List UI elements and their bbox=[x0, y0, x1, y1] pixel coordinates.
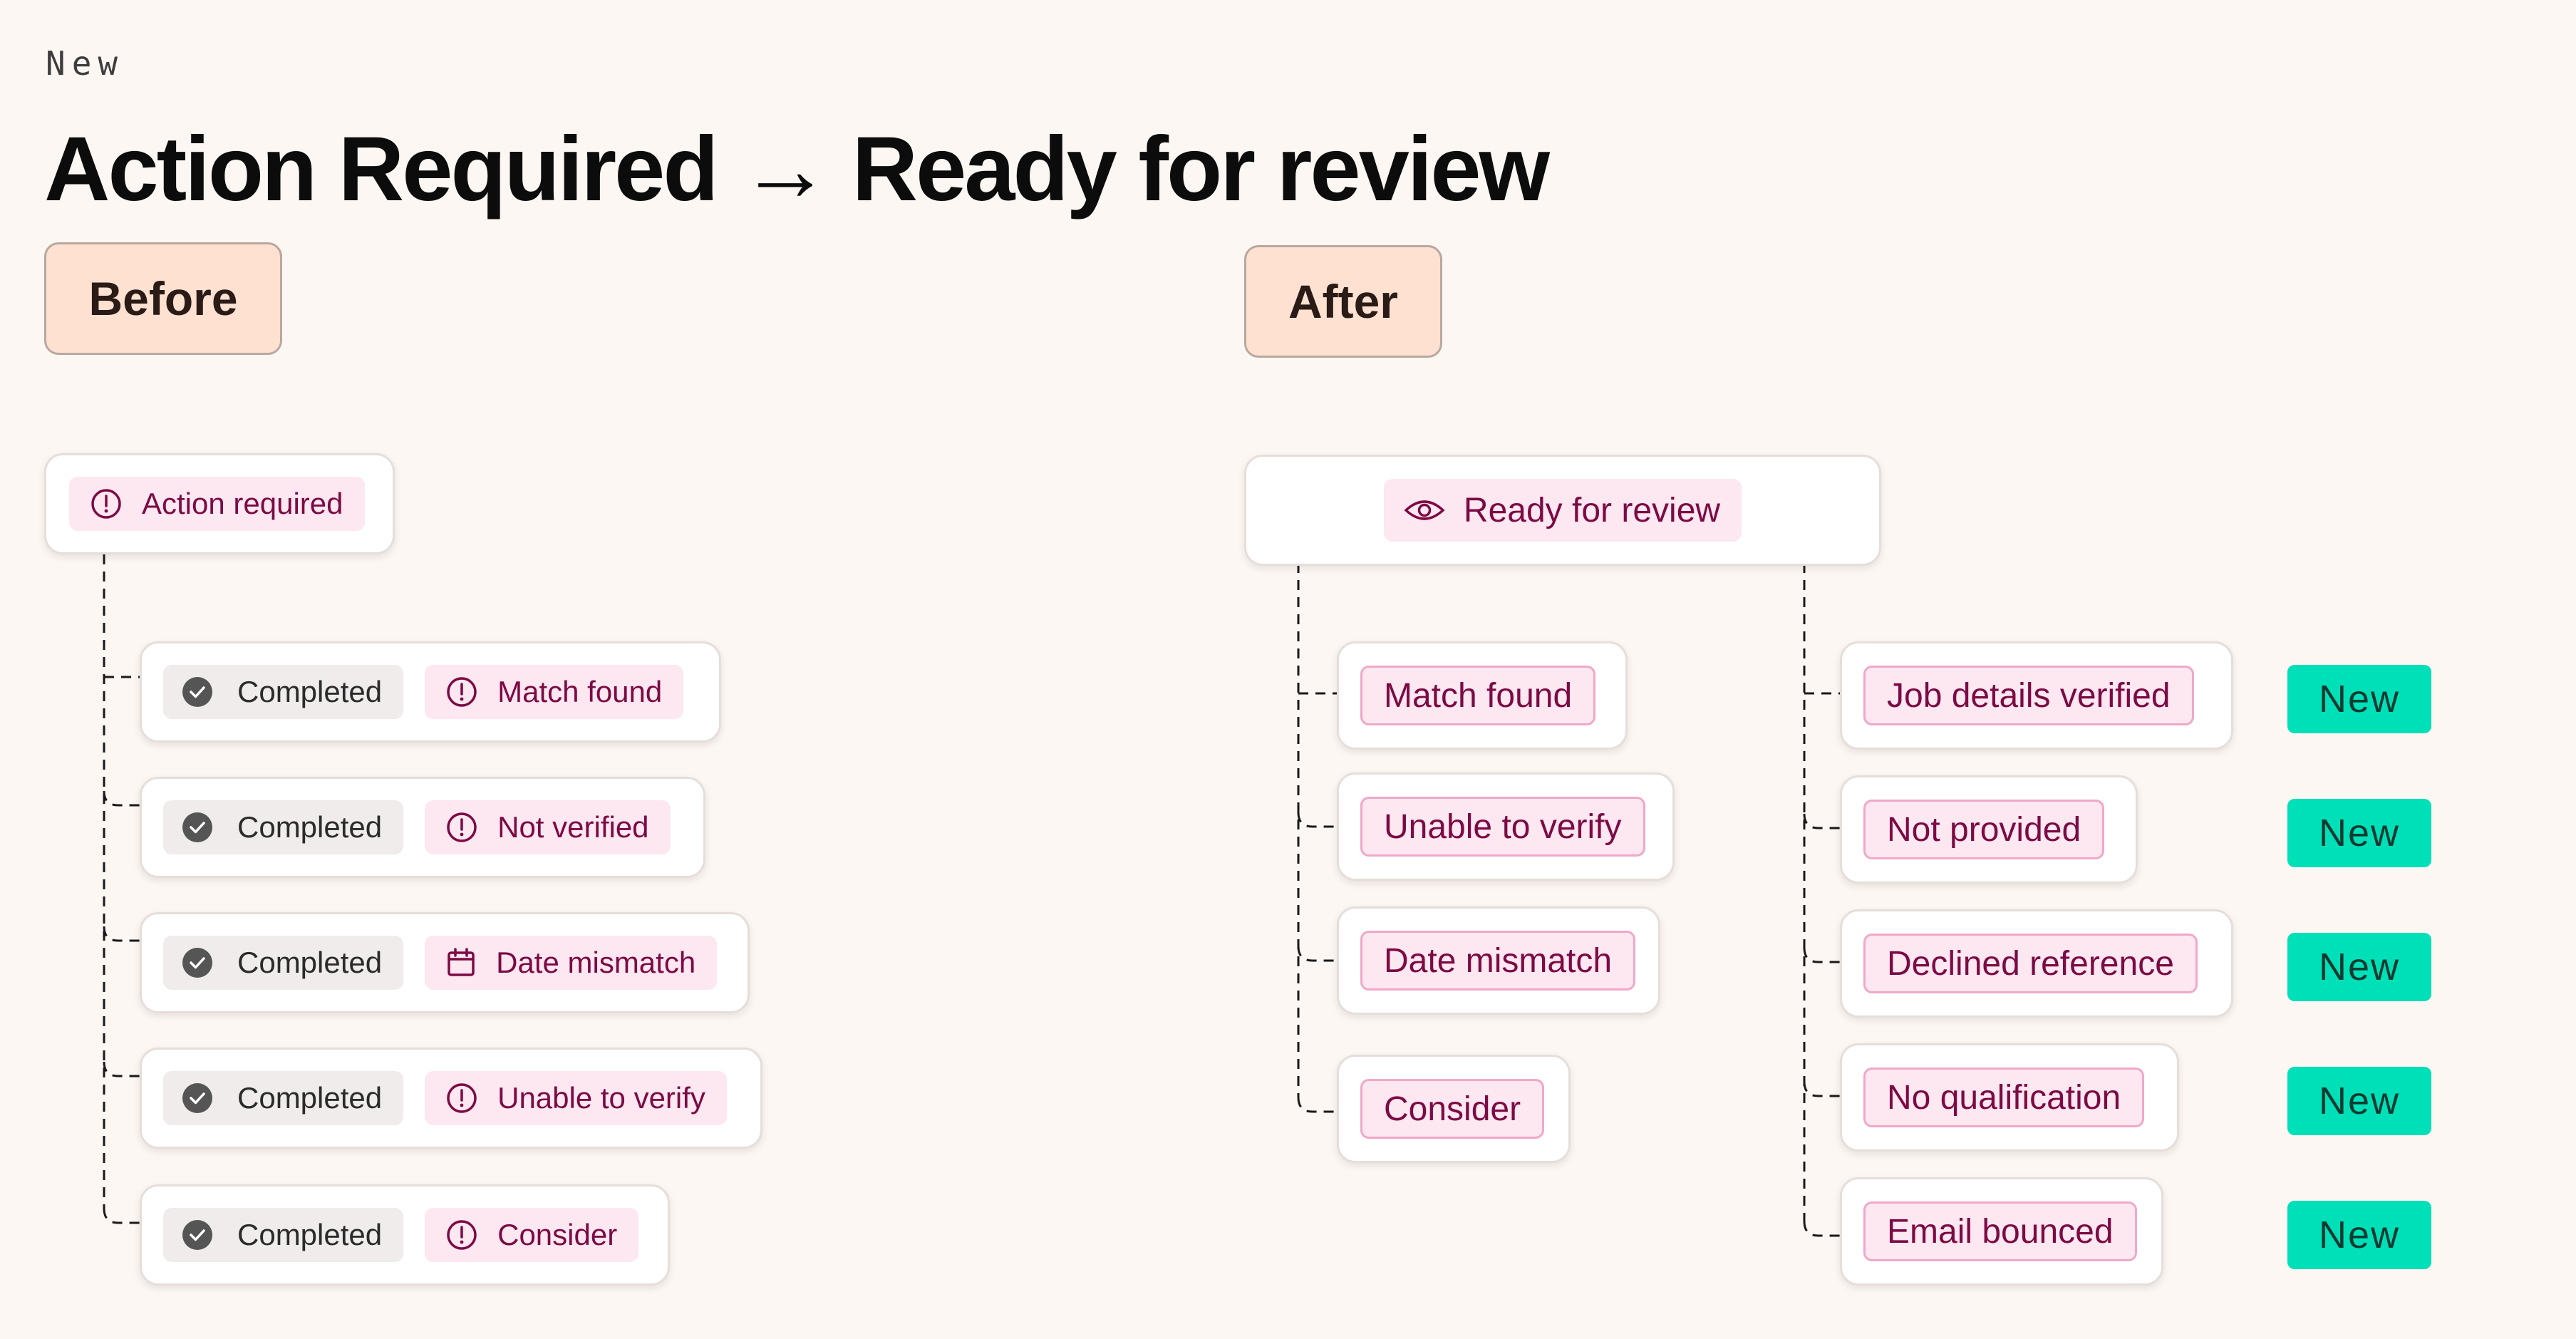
result-tag: Email bounced bbox=[1863, 1201, 2137, 1261]
after-right-item-4: No qualification bbox=[1840, 1043, 2179, 1152]
after-left-item-2: Unable to verify bbox=[1337, 772, 1675, 881]
after-right-branch-3 bbox=[1803, 947, 1840, 963]
after-left-branch-4 bbox=[1297, 1097, 1337, 1113]
before-item-5: Completed Consider bbox=[140, 1184, 670, 1286]
after-left-item-1: Match found bbox=[1337, 641, 1628, 750]
after-root-card: Ready for review bbox=[1244, 455, 1881, 566]
result-tag: Unable to verify bbox=[1360, 797, 1645, 857]
result-tag: Consider bbox=[1360, 1079, 1545, 1139]
page-title: Action Required → Ready for review bbox=[44, 118, 1550, 220]
new-badge: New bbox=[2287, 1201, 2431, 1269]
before-branch-3 bbox=[103, 926, 140, 942]
new-badge: New bbox=[2287, 933, 2431, 1001]
result-tag: Declined reference bbox=[1863, 934, 2198, 993]
check-circle-icon bbox=[182, 676, 213, 708]
result-tag-label: Not verified bbox=[497, 810, 649, 844]
result-tag: Unable to verify bbox=[425, 1071, 727, 1125]
alert-circle-icon bbox=[445, 675, 479, 709]
ready-for-review-status: Ready for review bbox=[1383, 479, 1742, 542]
action-required-status: Action required bbox=[69, 477, 365, 531]
after-left-branch-2 bbox=[1297, 812, 1337, 828]
completed-label: Completed bbox=[237, 1218, 383, 1251]
result-tag-label: Date mismatch bbox=[496, 946, 696, 979]
before-root-card: Action required bbox=[44, 453, 395, 554]
result-tag: Date mismatch bbox=[425, 936, 718, 990]
ready-for-review-label: Ready for review bbox=[1463, 491, 1721, 529]
completed-status: Completed bbox=[163, 665, 404, 719]
alert-circle-icon bbox=[445, 1081, 479, 1115]
before-branch-5 bbox=[103, 1208, 140, 1224]
after-right-branch-2 bbox=[1803, 813, 1840, 829]
result-tag-label: Match found bbox=[497, 675, 663, 708]
before-branch-2 bbox=[103, 790, 140, 807]
check-circle-icon bbox=[182, 812, 213, 843]
eye-icon bbox=[1404, 496, 1445, 524]
after-right-branch-4 bbox=[1803, 1081, 1840, 1097]
check-circle-icon bbox=[182, 1082, 213, 1114]
calendar-icon bbox=[445, 946, 477, 979]
result-tag: Consider bbox=[425, 1208, 639, 1262]
completed-status: Completed bbox=[163, 1208, 404, 1262]
after-left-item-4: Consider bbox=[1337, 1055, 1571, 1163]
before-section-label: Before bbox=[44, 242, 282, 355]
eyebrow-label: New bbox=[46, 44, 125, 83]
new-badge: New bbox=[2287, 665, 2431, 733]
completed-label: Completed bbox=[237, 810, 383, 844]
before-item-1: Completed Match found bbox=[140, 641, 721, 743]
after-left-branch-3 bbox=[1297, 946, 1337, 962]
result-tag: Not verified bbox=[425, 800, 671, 854]
completed-label: Completed bbox=[237, 675, 383, 708]
alert-circle-icon bbox=[445, 1218, 479, 1252]
after-left-item-3: Date mismatch bbox=[1337, 906, 1660, 1015]
after-right-item-5: Email bounced bbox=[1840, 1177, 2163, 1286]
completed-status: Completed bbox=[163, 1071, 404, 1125]
result-tag: Date mismatch bbox=[1360, 931, 1636, 991]
result-tag: Job details verified bbox=[1863, 666, 2194, 725]
new-badge: New bbox=[2287, 799, 2431, 867]
action-required-label: Action required bbox=[142, 487, 343, 520]
result-tag: Match found bbox=[1360, 666, 1596, 725]
check-circle-icon bbox=[182, 947, 213, 978]
check-circle-icon bbox=[182, 1219, 213, 1251]
after-right-item-3: Declined reference bbox=[1840, 909, 2233, 1018]
after-section-label: After bbox=[1244, 245, 1442, 358]
before-item-4: Completed Unable to verify bbox=[140, 1048, 762, 1149]
after-right-item-2: Not provided bbox=[1840, 775, 2138, 884]
alert-circle-icon bbox=[445, 810, 479, 844]
before-branch-4 bbox=[103, 1061, 140, 1077]
result-tag-label: Consider bbox=[497, 1218, 618, 1251]
completed-status: Completed bbox=[163, 800, 404, 854]
after-right-item-1: Job details verified bbox=[1840, 641, 2233, 750]
after-right-branch-5 bbox=[1803, 1221, 1840, 1237]
result-tag: No qualification bbox=[1863, 1067, 2145, 1127]
completed-label: Completed bbox=[237, 946, 383, 979]
result-tag-label: Unable to verify bbox=[497, 1081, 705, 1115]
before-item-2: Completed Not verified bbox=[140, 777, 705, 878]
alert-circle-icon bbox=[89, 487, 123, 521]
result-tag: Match found bbox=[425, 665, 684, 719]
new-badge: New bbox=[2287, 1067, 2431, 1135]
before-item-3: Completed Date mismatch bbox=[140, 912, 750, 1013]
result-tag: Not provided bbox=[1863, 800, 2105, 859]
completed-status: Completed bbox=[163, 936, 404, 990]
completed-label: Completed bbox=[237, 1081, 383, 1115]
